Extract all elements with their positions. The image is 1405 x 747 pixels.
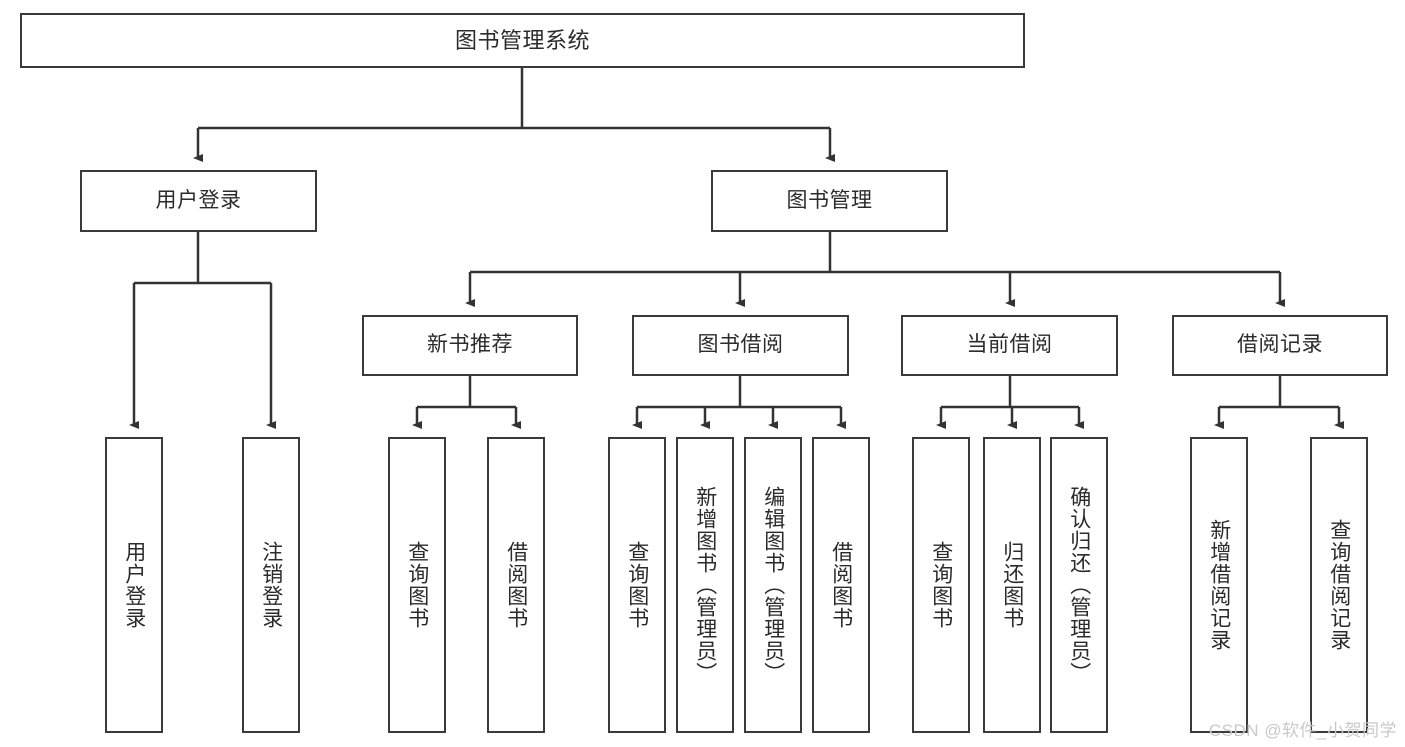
csdn-watermark: CSDN @软件_小贺同学 <box>1208 721 1397 740</box>
node-current-borrow[interactable]: 当前借阅 <box>901 315 1118 376</box>
node-label: 用户登录 <box>155 188 242 212</box>
node-label: 借阅图书 <box>829 541 853 629</box>
node-label: 新增借阅记录 <box>1207 519 1231 651</box>
node-book-management[interactable]: 图书管理 <box>711 170 948 232</box>
leaf-add-borrow-record[interactable]: 新增借阅记录 <box>1190 437 1248 733</box>
leaf-borrow-book[interactable]: 借阅图书 <box>812 437 870 733</box>
leaf-user-logout[interactable]: 注销登录 <box>242 437 300 733</box>
node-label: 新书推荐 <box>427 333 513 357</box>
node-book-borrow[interactable]: 图书借阅 <box>632 315 849 376</box>
leaf-query-book-current[interactable]: 查询图书 <box>912 437 970 733</box>
node-label: 查询图书 <box>929 541 953 629</box>
node-label: 借阅图书 <box>504 541 528 629</box>
node-label: 确认归还（管理员） <box>1067 486 1091 684</box>
node-label: 查询借阅记录 <box>1327 519 1351 651</box>
node-new-book-recommend[interactable]: 新书推荐 <box>362 315 578 376</box>
leaf-query-borrow-record[interactable]: 查询借阅记录 <box>1310 437 1368 733</box>
node-root-system[interactable]: 图书管理系统 <box>20 13 1025 68</box>
leaf-confirm-return-admin[interactable]: 确认归还（管理员） <box>1050 437 1108 733</box>
leaf-return-book[interactable]: 归还图书 <box>983 437 1041 733</box>
leaf-query-book-recommend[interactable]: 查询图书 <box>388 437 446 733</box>
node-label: 编辑图书（管理员） <box>761 486 785 684</box>
node-label: 查询图书 <box>625 541 649 629</box>
node-label: 归还图书 <box>1000 541 1024 629</box>
node-label: 新增图书（管理员） <box>693 486 717 684</box>
node-label: 借阅记录 <box>1237 333 1323 357</box>
node-label: 当前借阅 <box>966 333 1053 357</box>
node-label: 图书管理 <box>786 188 873 212</box>
node-label: 用户登录 <box>122 541 146 629</box>
node-label: 图书借阅 <box>697 333 784 357</box>
leaf-user-login[interactable]: 用户登录 <box>105 437 163 733</box>
node-label: 图书管理系统 <box>454 27 590 53</box>
node-borrow-record[interactable]: 借阅记录 <box>1172 315 1388 376</box>
leaf-query-book-borrow[interactable]: 查询图书 <box>608 437 666 733</box>
leaf-borrow-book-recommend[interactable]: 借阅图书 <box>487 437 545 733</box>
node-label: 查询图书 <box>405 541 429 629</box>
leaf-add-book-admin[interactable]: 新增图书（管理员） <box>676 437 734 733</box>
leaf-edit-book-admin[interactable]: 编辑图书（管理员） <box>744 437 802 733</box>
node-label: 注销登录 <box>259 541 283 629</box>
node-user-login[interactable]: 用户登录 <box>80 170 317 232</box>
